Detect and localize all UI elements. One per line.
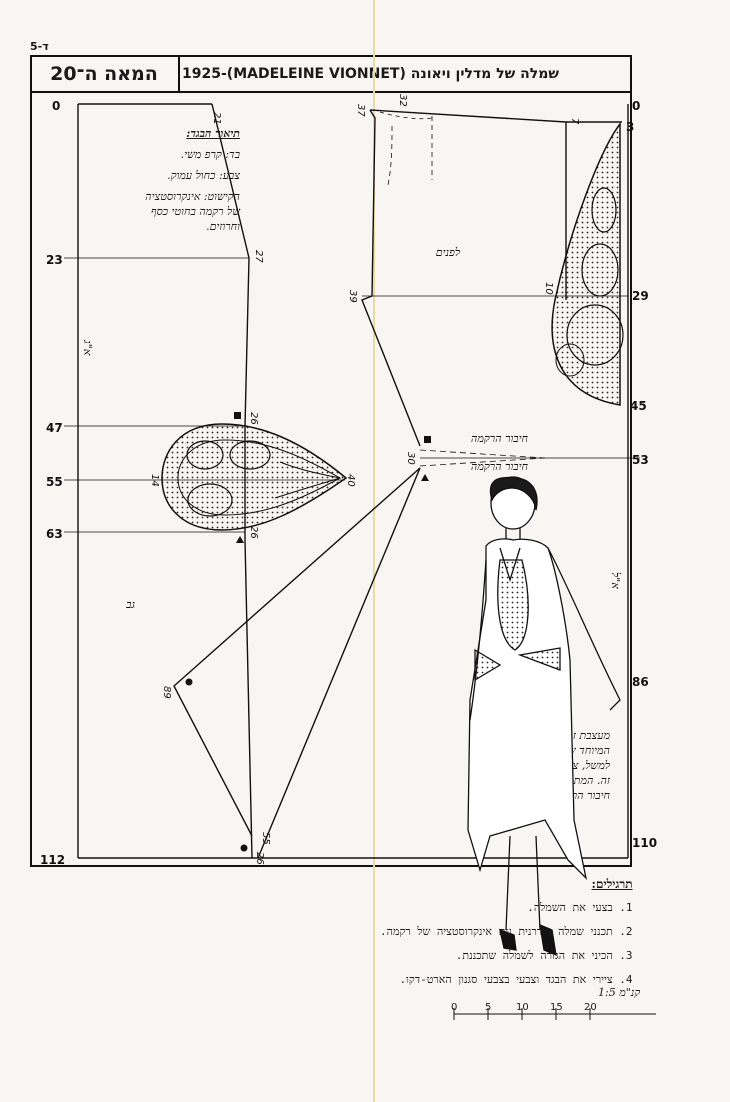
header-row bbox=[30, 55, 632, 93]
pattern-num-30: 30 bbox=[405, 452, 416, 465]
front-pattern bbox=[257, 104, 629, 859]
back-embroidery-motif bbox=[161, 423, 348, 531]
page-frame bbox=[30, 55, 632, 867]
decoration-text-3: וחרוזים. bbox=[206, 220, 240, 233]
embroidery-join-label-1: חיבור הרקמה bbox=[471, 432, 529, 445]
notch-triangle-marker bbox=[236, 536, 244, 543]
exercise-item: 3. הכיני את הגזרה לשמלה שתכננת. bbox=[455, 949, 633, 962]
scale-label: קנ"מ 1:5 bbox=[598, 986, 641, 999]
measure-left-55: 55 bbox=[46, 475, 63, 489]
decoration-text-1: הקישוט: אינקרוסטציה bbox=[145, 190, 240, 203]
measure-right-110: 110 bbox=[632, 836, 657, 850]
pattern-num-7: 7 bbox=[569, 118, 580, 125]
exercise-item: 4. ציירי את הבגד וצבעי בצבעי סגנון הארט-… bbox=[399, 973, 633, 986]
notch-triangle-marker bbox=[421, 474, 429, 481]
measure-right-53: 53 bbox=[632, 453, 649, 467]
dress-illustration bbox=[467, 476, 621, 957]
length-label-left: א"ג bbox=[81, 339, 94, 356]
pattern-num-39: 39 bbox=[347, 290, 358, 303]
scale-tick-label: 20 bbox=[584, 1002, 597, 1013]
dress-title: שמלה של מדלין ויאונה (MADELEINE VIONNET)… bbox=[182, 55, 628, 93]
measure-left-0: 0 bbox=[52, 99, 60, 113]
measure-right-3: 3 bbox=[626, 120, 634, 134]
length-label-right: א"ל bbox=[609, 572, 622, 589]
pattern-num-55: 55 bbox=[260, 832, 271, 845]
front-label: לפנים bbox=[436, 246, 460, 259]
pattern-numbers: 21 27 26 26 14 40 89 55 26 37 32 7 10 39… bbox=[149, 94, 580, 865]
scale-ruler bbox=[453, 1008, 656, 1020]
decoration-text-2: של רקמה בחוטי כסף bbox=[150, 205, 240, 218]
description-title: תיאור הבגד: bbox=[186, 127, 240, 140]
century-title: המאה ה־20 bbox=[30, 55, 180, 93]
scale-tick-label: 0 bbox=[451, 1002, 458, 1013]
scale-tick-label: 10 bbox=[516, 1002, 529, 1013]
dot-marker bbox=[240, 844, 248, 852]
measure-right-86: 86 bbox=[632, 675, 649, 689]
page-id: 5-ד bbox=[30, 40, 49, 53]
notch-square-marker bbox=[424, 436, 431, 443]
notch-square-marker bbox=[234, 412, 241, 419]
scale-tick-label: 15 bbox=[550, 1002, 563, 1013]
measure-left-47: 47 bbox=[46, 421, 63, 435]
color-text: צבע: כחול עמוק. bbox=[167, 169, 240, 182]
left-measurements: 0 23 47 55 63 112 bbox=[40, 99, 65, 867]
exercise-item: 1. בצעי את השמלה. bbox=[527, 901, 633, 914]
measure-left-63: 63 bbox=[46, 527, 63, 541]
pattern-num-40: 40 bbox=[345, 474, 356, 487]
pattern-num-26: 26 bbox=[254, 852, 265, 865]
measure-left-23: 23 bbox=[46, 253, 63, 267]
front-embroidery-motif bbox=[551, 121, 624, 406]
back-label: גב bbox=[125, 598, 135, 611]
embroidery-join-label-2: חיבור הרקמה bbox=[471, 460, 529, 473]
measure-right-45: 45 bbox=[630, 399, 647, 413]
pattern-num-32: 32 bbox=[397, 94, 408, 107]
dress-title-text: שמלה של מדלין ויאונה (MADELEINE VIONNET)… bbox=[182, 66, 559, 82]
pattern-num-27: 27 bbox=[253, 250, 264, 263]
pattern-num-14: 14 bbox=[149, 474, 160, 487]
exercises-block: תרגילים: 1. בצעי את השמלה. 2. תכנני שמלה… bbox=[380, 872, 633, 992]
pattern-num-89: 89 bbox=[161, 686, 172, 699]
pattern-num-37: 37 bbox=[355, 104, 366, 117]
exercises-title: תרגילים: bbox=[591, 877, 633, 891]
pattern-num-10: 10 bbox=[543, 282, 554, 295]
pattern-num-26: 26 bbox=[248, 412, 259, 425]
garment-description: תיאור הבגד: בד: קרפ משי. צבע: כחול עמוק.… bbox=[70, 126, 240, 234]
dot-marker bbox=[185, 678, 193, 686]
measure-right-29: 29 bbox=[632, 289, 649, 303]
right-measurements: 0 3 29 45 53 86 110 bbox=[626, 99, 657, 850]
measure-left-112: 112 bbox=[40, 853, 65, 867]
pattern-num-21: 21 bbox=[211, 112, 222, 125]
measure-right-0: 0 bbox=[632, 99, 640, 113]
pattern-num-26: 26 bbox=[248, 526, 259, 539]
exercise-item: 2. תכנני שמלה מודרנית עם אינקרוסטציה של … bbox=[380, 925, 633, 938]
scale-tick-label: 5 bbox=[485, 1002, 492, 1013]
